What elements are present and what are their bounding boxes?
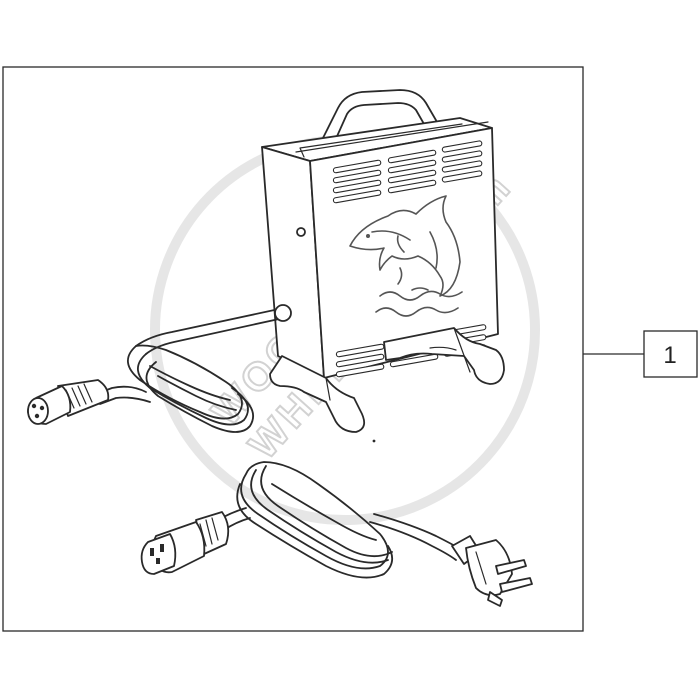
stray-dot xyxy=(372,439,376,443)
left-foot xyxy=(269,355,366,433)
callout-box[interactable] xyxy=(643,330,698,378)
callout-label: 1 xyxy=(663,342,676,369)
xlr-connector-icon[interactable] xyxy=(27,379,110,425)
battery-charger-icon[interactable] xyxy=(261,89,505,433)
diagram-frame xyxy=(2,66,584,632)
iec-connector-icon[interactable] xyxy=(140,511,230,575)
cable-grommet xyxy=(274,304,292,322)
charger-output-cable-icon[interactable] xyxy=(95,304,292,433)
right-foot xyxy=(383,327,505,385)
charger-front-face xyxy=(309,127,499,379)
dolphin-logo-icon xyxy=(349,195,463,317)
us-ac-plug-icon[interactable] xyxy=(451,535,533,607)
side-screw xyxy=(296,227,306,237)
top-vent-slots xyxy=(332,140,483,204)
